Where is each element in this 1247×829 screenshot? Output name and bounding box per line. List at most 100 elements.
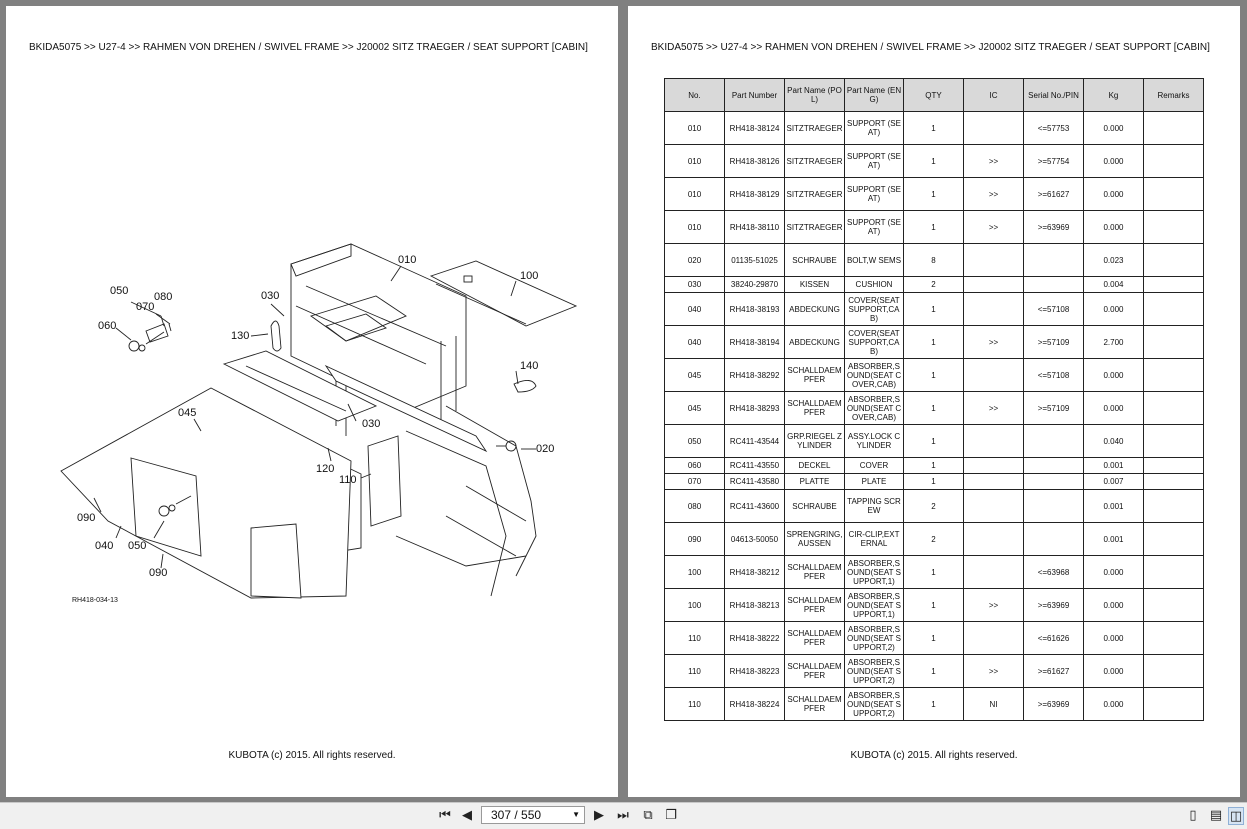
fit-width-icon[interactable]: ❐ <box>665 808 677 823</box>
cell-part-number: 01135-51025 <box>724 243 785 277</box>
continuous-view-icon[interactable]: ▤ <box>1209 808 1223 823</box>
cell-no: 110 <box>664 687 725 721</box>
header-part-number: Part Number <box>724 78 785 112</box>
page-number-value: 307 / 550 <box>491 808 542 822</box>
cell-remarks <box>1143 522 1204 556</box>
callout-070: 070 <box>136 301 154 313</box>
cell-remarks <box>1143 358 1204 392</box>
cell-ic <box>963 243 1024 277</box>
cell-part-number: 38240-29870 <box>724 276 785 293</box>
callout-030: 030 <box>261 290 279 302</box>
cell-serial <box>1023 473 1084 490</box>
cell-part-name-pol: SITZTRAEGER <box>784 210 845 244</box>
cell-kg: 0.000 <box>1083 588 1144 622</box>
cell-kg: 0.000 <box>1083 358 1144 392</box>
cell-part-name-pol: SCHALLDAEMPFER <box>784 588 845 622</box>
cell-ic <box>963 621 1024 655</box>
cell-ic: >> <box>963 391 1024 425</box>
cell-ic: >> <box>963 144 1024 178</box>
cell-remarks <box>1143 325 1204 359</box>
breadcrumb: BKIDA5075 >> U27-4 >> RAHMEN VON DREHEN … <box>651 42 1210 53</box>
cell-ic <box>963 522 1024 556</box>
cell-qty: 1 <box>903 654 964 688</box>
cell-qty: 1 <box>903 391 964 425</box>
cell-part-name-eng: ABSORBER,SOUND(SEAT SUPPORT,2) <box>844 654 904 688</box>
cell-part-name-pol: SCHRAUBE <box>784 243 845 277</box>
page-footer: KUBOTA (c) 2015. All rights reserved. <box>850 750 1018 761</box>
single-page-view-icon[interactable]: ▯ <box>1189 808 1197 823</box>
callout-140: 140 <box>520 360 538 372</box>
two-page-view-icon[interactable]: ◫ <box>1228 807 1244 825</box>
cell-kg: 0.023 <box>1083 243 1144 277</box>
cell-part-name-pol: SITZTRAEGER <box>784 144 845 178</box>
fit-page-icon[interactable]: ⧉ <box>643 808 653 823</box>
cell-part-number: RH418-38223 <box>724 654 785 688</box>
cell-kg: 0.000 <box>1083 687 1144 721</box>
cell-kg: 0.000 <box>1083 177 1144 211</box>
cell-part-name-pol: DECKEL <box>784 457 845 474</box>
callout-120: 120 <box>316 463 334 475</box>
last-page-icon[interactable]: ⏭ <box>617 808 629 823</box>
cell-ic <box>963 276 1024 293</box>
header-serial: Serial No./PIN <box>1023 78 1084 112</box>
cell-kg: 0.000 <box>1083 210 1144 244</box>
prev-page-icon[interactable]: ◀ <box>462 808 472 823</box>
cell-kg: 2.700 <box>1083 325 1144 359</box>
cell-remarks <box>1143 391 1204 425</box>
cell-remarks <box>1143 654 1204 688</box>
cell-no: 040 <box>664 325 725 359</box>
page-number-input[interactable]: 307 / 550 ▼ <box>481 806 585 824</box>
cell-part-number: RH418-38126 <box>724 144 785 178</box>
cell-ic: >> <box>963 325 1024 359</box>
parts-table: No. Part Number Part Name (POL) Part Nam… <box>664 78 1204 721</box>
cell-ic <box>963 489 1024 523</box>
cell-no: 040 <box>664 292 725 326</box>
cell-part-name-pol: PLATTE <box>784 473 845 490</box>
cell-remarks <box>1143 687 1204 721</box>
cell-part-number: RH418-38124 <box>724 111 785 145</box>
callout-080: 080 <box>154 291 172 303</box>
cell-qty: 1 <box>903 555 964 589</box>
cell-serial: >=57109 <box>1023 391 1084 425</box>
cell-qty: 1 <box>903 210 964 244</box>
cell-kg: 0.007 <box>1083 473 1144 490</box>
cell-qty: 1 <box>903 177 964 211</box>
cell-kg: 0.000 <box>1083 555 1144 589</box>
cell-qty: 1 <box>903 144 964 178</box>
cell-ic <box>963 457 1024 474</box>
cell-remarks <box>1143 457 1204 474</box>
cell-no: 090 <box>664 522 725 556</box>
cell-part-name-eng: COVER(SEAT SUPPORT,CAB) <box>844 292 904 326</box>
cell-part-number: RH418-38110 <box>724 210 785 244</box>
cell-no: 110 <box>664 654 725 688</box>
cell-part-name-pol: SCHALLDAEMPFER <box>784 391 845 425</box>
cell-part-name-pol: SCHALLDAEMPFER <box>784 687 845 721</box>
header-remarks: Remarks <box>1143 78 1204 112</box>
cell-kg: 0.001 <box>1083 522 1144 556</box>
cell-part-name-pol: ABDECKUNG <box>784 292 845 326</box>
cell-part-name-pol: GRP.RIEGEL ZYLINDER <box>784 424 845 458</box>
cell-kg: 0.000 <box>1083 621 1144 655</box>
cell-part-name-pol: SPRENGRING,AUSSEN <box>784 522 845 556</box>
cell-ic <box>963 424 1024 458</box>
cell-ic: >> <box>963 177 1024 211</box>
cell-part-number: RH418-38213 <box>724 588 785 622</box>
next-page-icon[interactable]: ▶ <box>594 808 604 823</box>
cell-qty: 1 <box>903 111 964 145</box>
cell-qty: 1 <box>903 621 964 655</box>
callout-045: 045 <box>178 407 196 419</box>
cell-no: 100 <box>664 555 725 589</box>
viewer-toolbar: ⏮ ◀ 307 / 550 ▼ ▶ ⏭ ⧉ ❐ ▯ ▤ ◫ <box>0 802 1247 829</box>
cell-part-name-eng: BOLT,W SEMS <box>844 243 904 277</box>
cell-kg: 0.000 <box>1083 391 1144 425</box>
first-page-icon[interactable]: ⏮ <box>439 808 451 823</box>
chevron-down-icon[interactable]: ▼ <box>572 810 580 819</box>
